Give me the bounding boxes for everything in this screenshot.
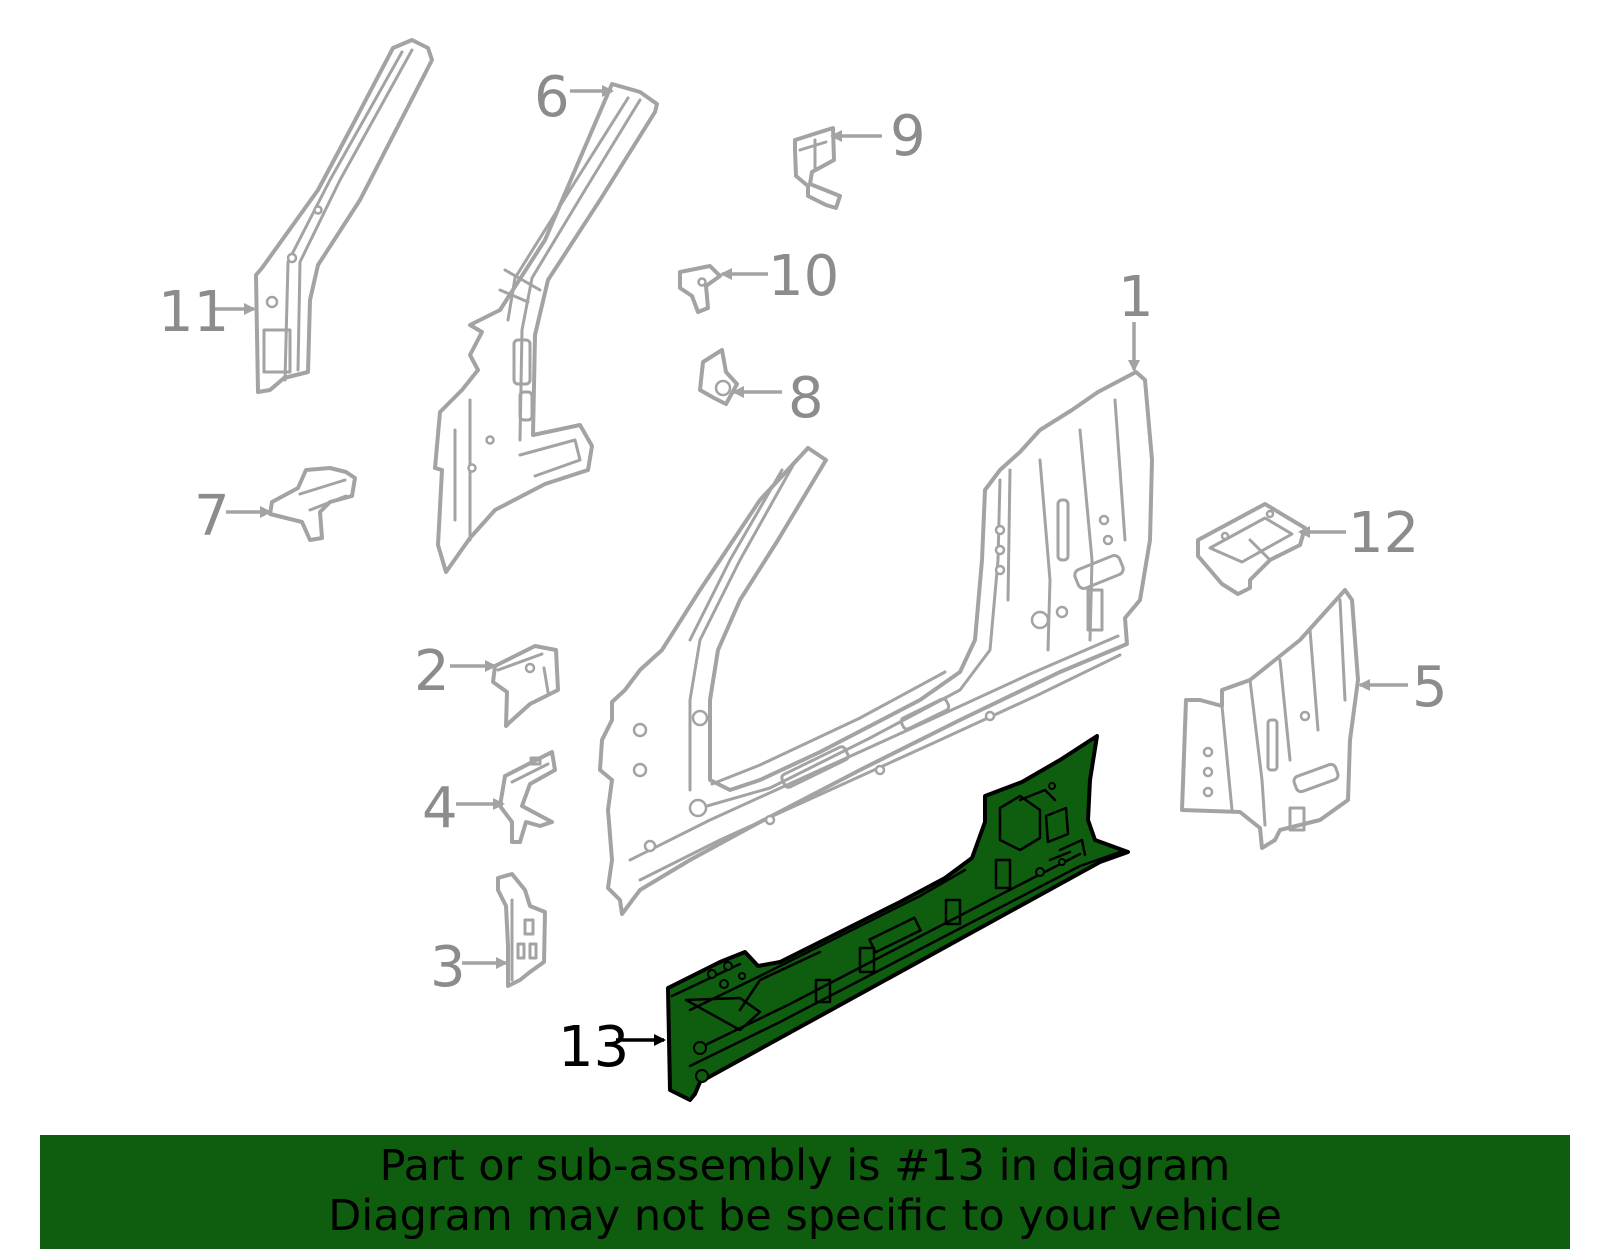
callout-label-1: 1 [1118, 265, 1154, 330]
callout-label-8: 8 [788, 366, 824, 431]
callout-label-5: 5 [1412, 655, 1448, 720]
part-5-rear-panel[interactable] [1180, 588, 1360, 850]
part-13-rocker-panel[interactable] [666, 734, 1130, 1102]
part-6-b-pillar[interactable] [433, 82, 659, 574]
callout-label-9: 9 [890, 104, 926, 169]
callout-label-3: 3 [430, 935, 466, 1000]
info-banner: Part or sub-assembly is #13 in diagram D… [40, 1135, 1570, 1249]
callout-labels: 11 6 9 10 8 7 2 4 3 1 12 5 13 [158, 65, 1448, 1080]
callout-label-6: 6 [534, 65, 570, 130]
callout-label-7: 7 [194, 484, 230, 549]
part-9-bracket[interactable] [793, 126, 842, 210]
callout-label-4: 4 [422, 776, 458, 841]
banner-line-2: Diagram may not be specific to your vehi… [328, 1191, 1282, 1241]
part-8-plate[interactable] [698, 348, 739, 406]
callout-label-13: 13 [558, 1015, 629, 1080]
part-7-bracket[interactable] [268, 466, 357, 542]
callout-arrows [210, 85, 1408, 1046]
callout-label-11: 11 [158, 280, 229, 345]
part-4-bracket[interactable] [498, 750, 557, 844]
part-11-pillar-upper[interactable] [254, 38, 434, 394]
callout-label-10: 10 [768, 244, 839, 309]
part-10-clip[interactable] [678, 264, 722, 314]
callout-label-12: 12 [1348, 501, 1419, 566]
part-3-bracket[interactable] [496, 872, 547, 988]
part-12-box[interactable] [1196, 502, 1307, 596]
callout-label-2: 2 [414, 639, 450, 704]
banner-line-1: Part or sub-assembly is #13 in diagram [379, 1141, 1231, 1191]
part-2-bracket[interactable] [491, 644, 560, 728]
part-1-body-side[interactable] [598, 370, 1154, 916]
